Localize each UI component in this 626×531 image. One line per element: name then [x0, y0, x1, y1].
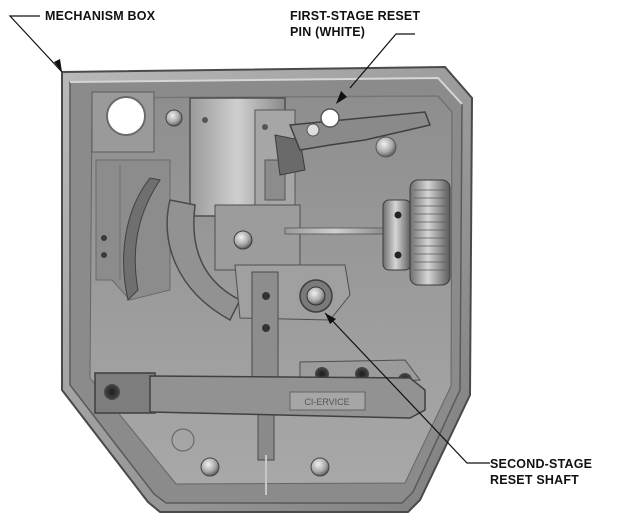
- stamped-logo: [171, 428, 195, 452]
- first-stage-reset-pin-label: FIRST-STAGE RESET PIN (WHITE): [290, 8, 420, 40]
- top-screw: [165, 109, 183, 127]
- arrowhead-second-stage: [325, 313, 336, 324]
- right-stud: [375, 136, 397, 158]
- first-stage-label-line1: FIRST-STAGE RESET: [290, 9, 421, 23]
- leader-second-stage: [324, 312, 490, 464]
- first-stage-reset-lever: [288, 108, 432, 151]
- arrowhead-first-stage: [336, 91, 347, 104]
- mechanism-box-label: MECHANISM BOX: [45, 9, 156, 23]
- leader-arrowheads: [54, 59, 347, 324]
- bottom-screw-right: [310, 457, 330, 477]
- lever-plate-text: CI-ERVICE: [304, 397, 349, 407]
- second-stage-reset-shaft: [299, 279, 333, 313]
- top-plate: [189, 97, 306, 221]
- leader-first-stage: [349, 33, 415, 89]
- white-reset-pin: [320, 108, 340, 128]
- threaded-knob: [382, 179, 451, 286]
- leader-mechanism-box: [8, 15, 63, 73]
- top-left-hole: [106, 96, 146, 136]
- second-stage-label-line2: RESET SHAFT: [490, 473, 580, 487]
- leader-lines: [8, 15, 490, 464]
- curved-arm: [123, 177, 242, 322]
- second-stage-reset-shaft-label: SECOND-STAGE RESET SHAFT: [490, 456, 592, 488]
- arrowhead-mechanism-box: [54, 59, 62, 72]
- horizontal-lever: CI-ERVICE: [94, 372, 426, 419]
- second-stage-label-line1: SECOND-STAGE: [490, 457, 593, 471]
- bottom-screw-left: [200, 457, 220, 477]
- first-stage-label-line2: PIN (WHITE): [290, 25, 366, 39]
